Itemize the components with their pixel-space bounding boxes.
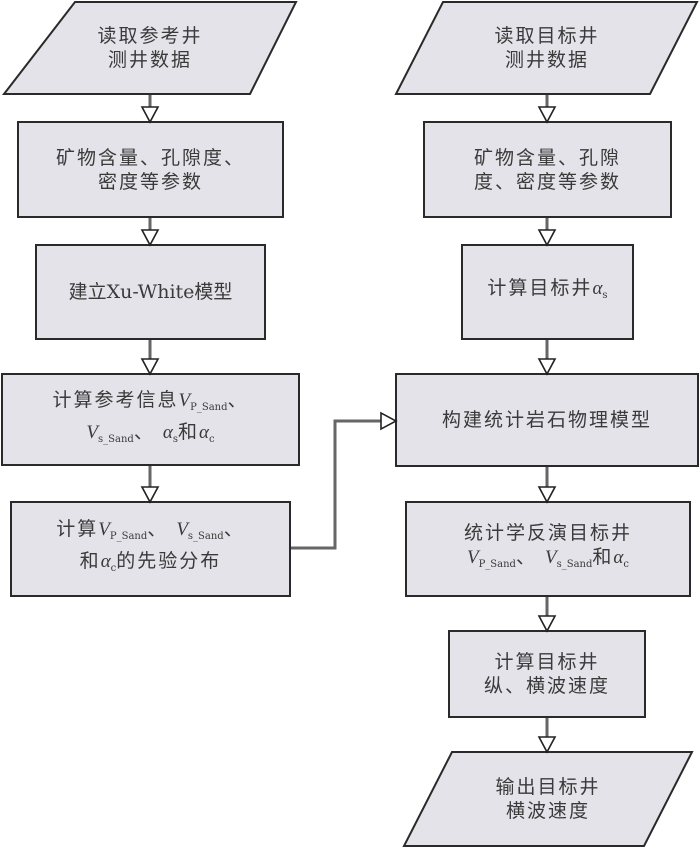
- label-line: 计算目标井αs: [487, 276, 607, 308]
- arrowhead-down-icon: [140, 486, 160, 504]
- node-R2-box: [423, 121, 672, 218]
- subscript: P_Sand: [109, 531, 148, 542]
- node-R4-label: 构建统计岩石物理模型: [396, 374, 698, 466]
- conjunction: 和: [592, 546, 614, 568]
- subscript: s: [602, 290, 608, 301]
- node-R7-label: 输出目标井 横波速度: [428, 752, 668, 846]
- separator: 、: [133, 420, 163, 443]
- label-text: 计算: [56, 518, 99, 540]
- var-alpha: α: [592, 278, 603, 299]
- label-text: 计算目标井: [487, 277, 593, 299]
- node-R3-box: [461, 244, 634, 340]
- label-line: VP_Sand、 Vs_Sand和αc: [464, 545, 632, 577]
- label-line: 密度等参数: [97, 170, 203, 193]
- node-L1-label: 读取参考井 测井数据: [40, 2, 260, 94]
- node-L5-label: 计算VP_Sand、 Vs_Sand、 和αc的先验分布: [11, 502, 290, 596]
- var-v: V: [176, 519, 188, 540]
- node-L1-parallelogram: [1, 1, 298, 95]
- label-line: 统计学反演目标井: [463, 522, 632, 544]
- separator: 、: [147, 518, 177, 540]
- arrowhead-down-icon: [537, 615, 557, 633]
- subscript: s_Sand: [187, 531, 224, 542]
- label-line: 矿物含量、孔隙度、: [55, 146, 245, 169]
- label-line: 和αc的先验分布: [56, 549, 244, 581]
- label-line: Vs_Sand、 αs和αc: [52, 420, 248, 452]
- var-v: V: [178, 389, 191, 411]
- subscript: s_Sand: [98, 433, 134, 445]
- arrowhead-down-icon: [140, 229, 160, 247]
- conjunction: 和: [177, 420, 199, 443]
- arrowhead-down-icon: [537, 358, 557, 376]
- var-v: V: [86, 421, 99, 443]
- label-line: 测井数据: [504, 49, 589, 71]
- var-alpha: α: [613, 547, 624, 568]
- label-line: 读取目标井: [494, 25, 600, 47]
- subscript: P_Sand: [190, 401, 228, 413]
- label-line: 读取参考井: [97, 25, 203, 47]
- node-L4-label: 计算参考信息VP_Sand、 Vs_Sand、 αs和αc: [2, 374, 299, 465]
- node-L3-label: 建立Xu-White模型: [36, 245, 265, 339]
- var-alpha: α: [199, 421, 209, 443]
- node-R3-label: 计算目标井αs: [462, 245, 633, 339]
- arrowheads: [140, 106, 557, 754]
- node-R1-parallelogram: [394, 1, 699, 95]
- node-R2-label: 矿物含量、孔隙 度、密度等参数: [424, 122, 671, 217]
- node-R7-parallelogram: [402, 751, 694, 847]
- arrowhead-right-icon: [380, 411, 398, 431]
- label-line: 输出目标井: [495, 776, 601, 798]
- arrowhead-down-icon: [140, 106, 160, 124]
- node-R6-label: 计算目标井 纵、横波速度: [449, 631, 645, 717]
- subscript: s_Sand: [556, 559, 593, 570]
- label-line: 矿物含量、孔隙: [473, 146, 621, 169]
- var-v: V: [98, 519, 110, 540]
- label-line: 计算目标井: [494, 651, 600, 673]
- label-line: 纵、横波速度: [483, 675, 610, 697]
- conjunction: 和: [79, 550, 101, 572]
- arrowhead-down-icon: [140, 358, 160, 376]
- arrowhead-down-icon: [537, 229, 557, 247]
- label-line: 构建统计岩石物理模型: [441, 409, 652, 431]
- var-v: V: [466, 547, 479, 568]
- var-alpha: α: [162, 421, 173, 443]
- node-R5-box: [405, 501, 691, 597]
- label-line: 计算参考信息VP_Sand、: [52, 388, 248, 420]
- label-line: 计算VP_Sand、 Vs_Sand、: [56, 517, 244, 549]
- label-line: 测井数据: [107, 49, 192, 71]
- label-line: 度、密度等参数: [473, 170, 621, 193]
- separator: 、: [223, 518, 245, 540]
- edge-L5-R4: [290, 419, 382, 550]
- subscript: c: [208, 433, 215, 445]
- arrowhead-down-icon: [537, 106, 557, 124]
- subscript: c: [623, 559, 630, 570]
- label-text: 计算参考信息: [52, 388, 179, 411]
- node-R5-label: 统计学反演目标井 VP_Sand、 Vs_Sand和αc: [406, 502, 690, 596]
- arrowhead-down-icon: [537, 736, 557, 754]
- node-R1-label: 读取目标井 测井数据: [420, 2, 674, 94]
- var-alpha: α: [100, 551, 111, 572]
- node-L2-label: 矿物含量、孔隙度、 密度等参数: [18, 122, 283, 217]
- subscript: c: [110, 563, 117, 574]
- separator: 、: [227, 388, 249, 411]
- subscript: P_Sand: [478, 559, 516, 570]
- node-R6-box: [448, 630, 646, 718]
- label-line: 建立Xu-White模型: [68, 281, 233, 303]
- node-R4-box: [395, 373, 699, 467]
- connectors: [148, 94, 549, 738]
- var-v: V: [545, 547, 557, 568]
- subscript: s: [172, 433, 178, 445]
- label-text: 的先验分布: [116, 550, 222, 572]
- separator: 、: [515, 546, 545, 568]
- label-line: 横波速度: [505, 800, 590, 822]
- arrowhead-down-icon: [537, 486, 557, 504]
